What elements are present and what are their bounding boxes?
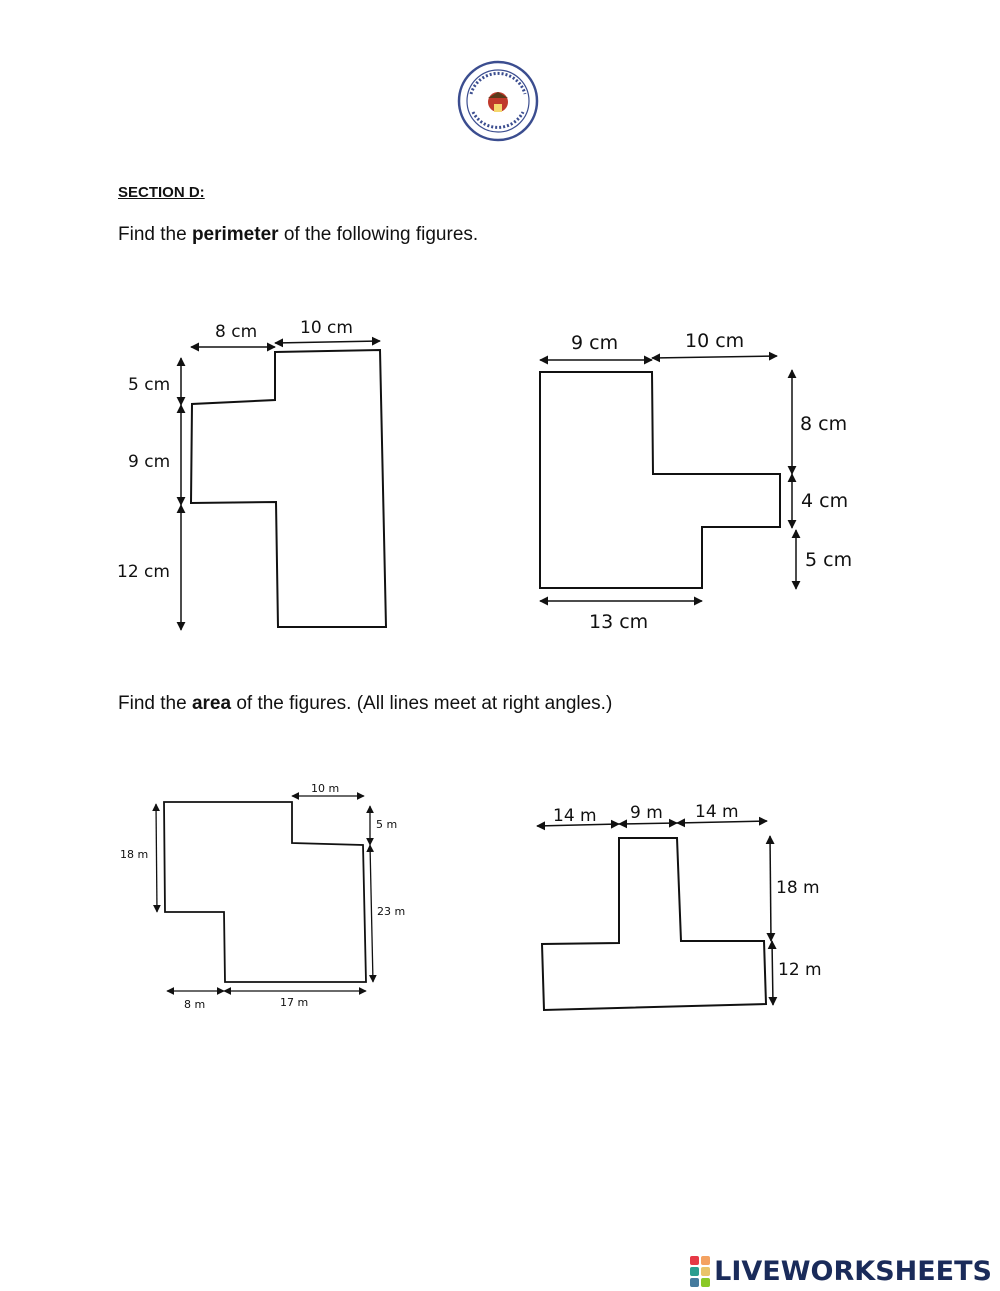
dim-label: 10 cm (300, 318, 353, 338)
dim-label: 5 m (376, 818, 397, 831)
dim-label: 4 cm (801, 490, 848, 512)
area-figure-1 (152, 792, 377, 995)
dim-label: 12 cm (117, 562, 170, 582)
perimeter-figure-2-labels: 9 cm 10 cm 8 cm 4 cm 5 cm 13 cm (571, 330, 852, 633)
perimeter-figure-2 (539, 351, 801, 606)
dim-label: 13 cm (589, 611, 648, 633)
liveworksheets-icon (690, 1255, 711, 1287)
school-seal-icon (457, 60, 539, 142)
area-figure-2 (536, 816, 778, 1012)
brand-name: LIVEWORKSHEETS (714, 1255, 992, 1287)
dim-label: 14 m (553, 806, 597, 826)
dim-label: 23 m (377, 905, 405, 918)
dim-label: 5 cm (128, 375, 170, 395)
perimeter-figure-1 (176, 336, 388, 631)
dim-label: 8 cm (800, 413, 847, 435)
dim-label: 9 cm (571, 332, 618, 354)
dim-label: 9 cm (128, 452, 170, 472)
area-instruction: Find the area of the figures. (All lines… (118, 693, 613, 714)
perimeter-figure-1-labels: 8 cm 10 cm 5 cm 9 cm 12 cm (117, 318, 353, 582)
liveworksheets-logo: LIVEWORKSHEETS (690, 1254, 992, 1288)
dim-label: 8 m (184, 998, 205, 1011)
dim-label: 10 cm (685, 330, 744, 352)
figures-canvas: 8 cm 10 cm 5 cm 9 cm 12 cm 9 cm 10 cm 8 … (117, 318, 852, 1012)
dim-label: 18 m (120, 848, 148, 861)
dim-label: 17 m (280, 996, 308, 1009)
dim-label: 12 m (778, 960, 822, 980)
section-title: SECTION D: (118, 184, 205, 201)
dim-label: 9 m (630, 803, 663, 823)
dim-label: 14 m (695, 802, 739, 822)
dim-label: 5 cm (805, 549, 852, 571)
area-figure-2-labels: 14 m 9 m 14 m 18 m 12 m (553, 802, 822, 980)
dim-label: 10 m (311, 782, 339, 795)
dim-label: 18 m (776, 878, 820, 898)
dim-label: 8 cm (215, 322, 257, 342)
area-figure-1-labels: 10 m 5 m 23 m 18 m 8 m 17 m (120, 782, 405, 1011)
perimeter-instruction: Find the perimeter of the following figu… (118, 224, 479, 245)
